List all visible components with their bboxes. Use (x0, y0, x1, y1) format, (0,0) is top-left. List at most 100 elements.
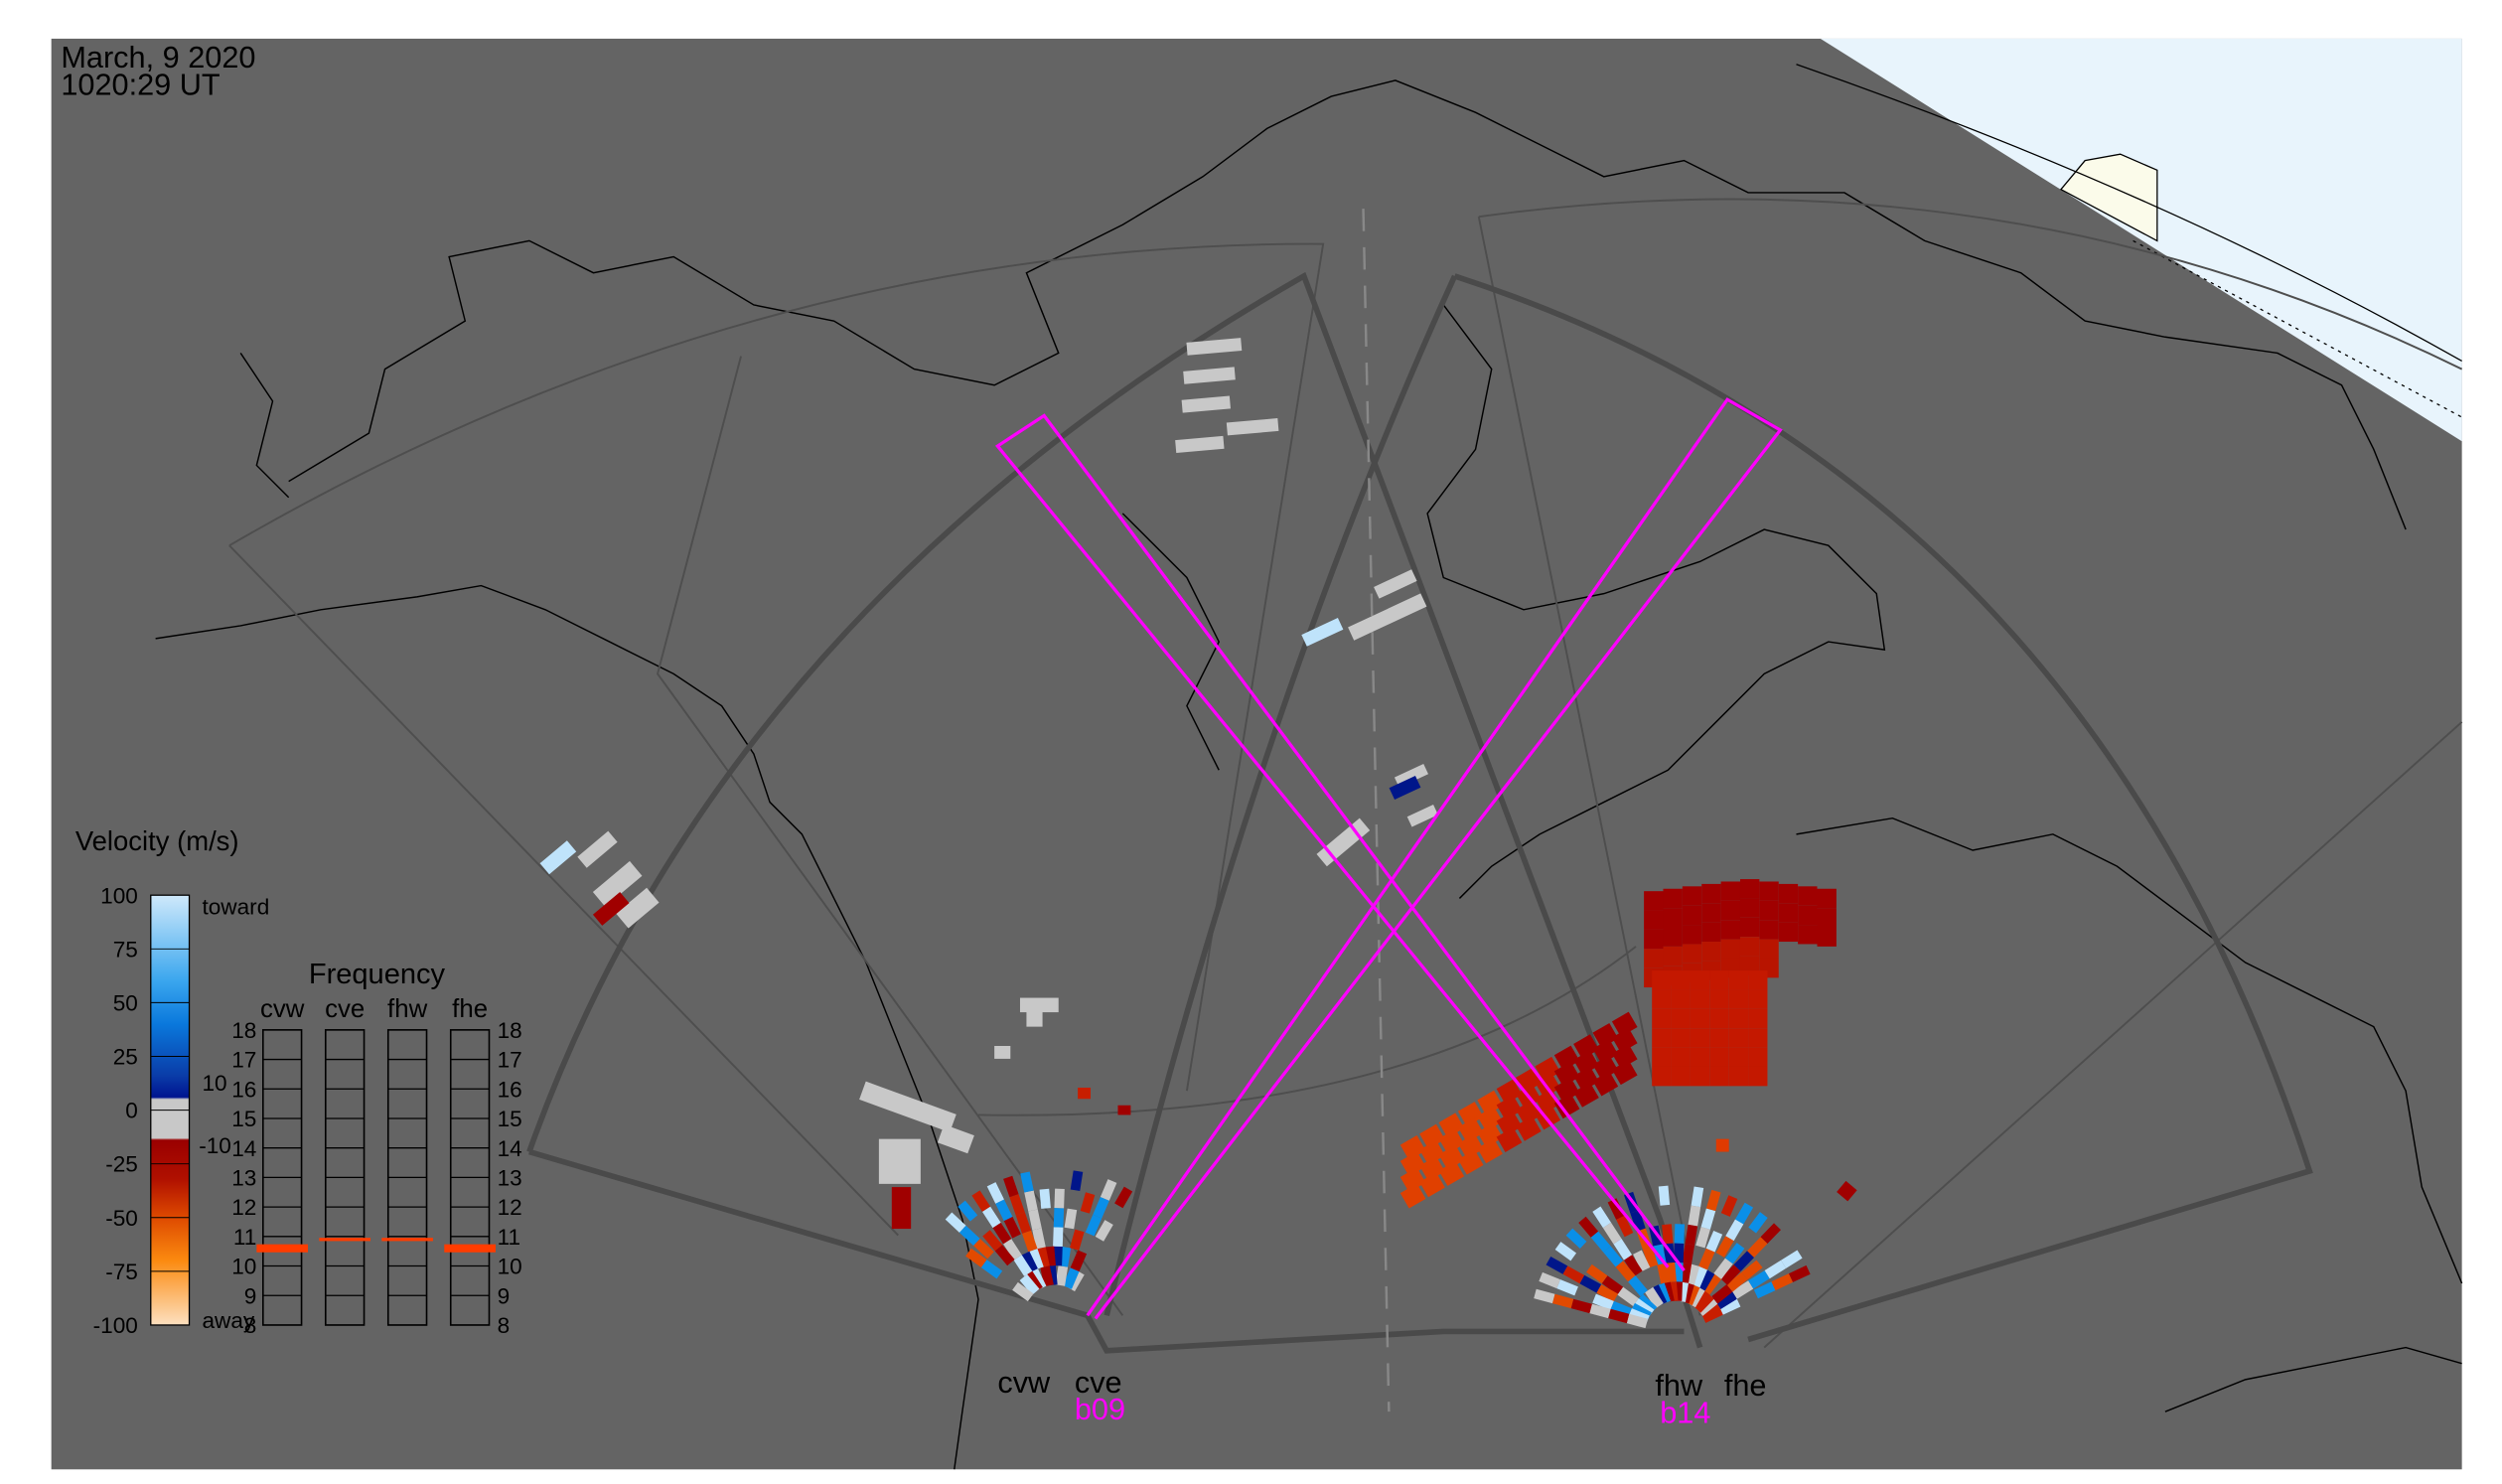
frequency-tick-left: 10 (231, 1255, 256, 1279)
velocity-cell (1652, 1047, 1672, 1067)
velocity-cell (1015, 1212, 1032, 1234)
velocity-cell (1759, 920, 1779, 940)
velocity-cell (1003, 1239, 1022, 1261)
velocity-cell (1837, 1180, 1857, 1202)
velocity-cell (1817, 908, 1837, 928)
frequency-marker-cvw (256, 1244, 309, 1253)
velocity-cell (1406, 805, 1438, 827)
velocity-cell (1709, 989, 1729, 1009)
velocity-cell (1748, 1008, 1768, 1029)
velocity-cell (945, 1212, 966, 1233)
velocity-cell (1652, 989, 1672, 1009)
frequency-tick-right: 16 (498, 1077, 522, 1102)
velocity-cell (1695, 1227, 1710, 1249)
velocity-tick-label: -25 (105, 1152, 138, 1177)
velocity-cell (995, 1199, 1013, 1222)
velocity-cell (1535, 1056, 1561, 1082)
velocity-cell (1671, 989, 1691, 1009)
velocity-cell (1093, 1196, 1109, 1219)
velocity-cell (1798, 925, 1818, 945)
velocity-cell (1663, 927, 1683, 947)
velocity-legend-title: Velocity (m/s) (75, 825, 239, 856)
velocity-cell (1438, 1113, 1465, 1138)
velocity-cell (1607, 1198, 1625, 1220)
velocity-cell (994, 1045, 1011, 1059)
velocity-cell (1419, 1123, 1445, 1149)
velocity-cell (1720, 939, 1740, 959)
frequency-column-label-fhw: fhw (387, 995, 428, 1023)
velocity-cell (1633, 1250, 1651, 1272)
velocity-cell (1013, 1255, 1033, 1276)
frequency-tick-right: 8 (498, 1313, 511, 1338)
velocity-cell (1690, 1028, 1710, 1048)
velocity-cell (1553, 1061, 1580, 1087)
velocity-cell (1457, 1117, 1484, 1143)
velocity-cell (1608, 1308, 1630, 1324)
velocity-cell (1759, 881, 1779, 901)
velocity-cell (1592, 1055, 1619, 1081)
velocity-cell (1734, 1202, 1754, 1225)
velocity-cell (1020, 1251, 1038, 1273)
velocity-cell (1715, 1290, 1737, 1310)
velocity-cell (1063, 1267, 1080, 1289)
velocity-cell (1748, 989, 1768, 1009)
velocity-cell (878, 1138, 921, 1184)
velocity-cell (1715, 1236, 1734, 1258)
velocity-cell (1053, 1227, 1064, 1248)
frequency-column-label-cve: cve (325, 995, 365, 1023)
velocity-cell (1603, 1246, 1624, 1267)
velocity-cell (1748, 1028, 1768, 1048)
velocity-cell (1709, 970, 1729, 990)
velocity-cell (1626, 1313, 1649, 1329)
frequency-tick-left: 14 (231, 1136, 256, 1161)
velocity-cell (1592, 1293, 1614, 1310)
velocity-cell (1457, 1102, 1484, 1127)
velocity-cell (1700, 1208, 1716, 1230)
velocity-cell (992, 1222, 1012, 1245)
velocity-cell (1028, 1249, 1044, 1270)
velocity-cell (1611, 1043, 1638, 1070)
velocity-cell (971, 1190, 991, 1212)
velocity-cell (1674, 1224, 1686, 1244)
velocity-cell (1602, 1222, 1622, 1245)
velocity-cell (1741, 1260, 1763, 1280)
velocity-cell (1399, 1183, 1426, 1209)
velocity-tick-label: 100 (100, 883, 138, 908)
velocity-cell (1601, 1275, 1624, 1295)
velocity-cell (1028, 1209, 1042, 1231)
velocity-cell (982, 1230, 1003, 1252)
velocity-cell (1183, 367, 1236, 384)
velocity-cell (1698, 1248, 1715, 1270)
velocity-cell (1562, 1265, 1585, 1284)
velocity-cell (1715, 1138, 1729, 1152)
velocity-cell (1728, 989, 1749, 1009)
velocity-cell (1690, 1066, 1710, 1087)
velocity-cell (1477, 1122, 1503, 1148)
velocity-cell (1477, 1090, 1503, 1115)
velocity-cell (1788, 1264, 1811, 1282)
velocity-cell (1496, 1126, 1523, 1152)
frequency-legend-title: Frequency (309, 959, 446, 990)
frequency-column-label-cvw: cvw (260, 995, 305, 1023)
velocity-cell (1709, 1066, 1729, 1087)
velocity-cell (1747, 1237, 1768, 1258)
velocity-cell (1690, 1047, 1710, 1067)
velocity-cell (1663, 908, 1683, 928)
frequency-column-label-fhe: fhe (452, 995, 488, 1023)
velocity-cell (1701, 922, 1721, 943)
frequency-tick-left: 16 (231, 1077, 256, 1102)
velocity-cell (1778, 883, 1799, 904)
velocity-cell (1658, 1185, 1671, 1206)
frequency-tick-right: 14 (498, 1136, 522, 1161)
velocity-cell (1117, 1105, 1131, 1115)
velocity-cell (1817, 927, 1837, 947)
velocity-cell (1709, 1028, 1729, 1048)
velocity-cell (958, 1225, 980, 1247)
velocity-cell (1817, 888, 1837, 909)
velocity-cell (1682, 925, 1702, 945)
velocity-cell (1301, 618, 1344, 647)
velocity-cell (1713, 1258, 1733, 1279)
velocity-cell (1496, 1095, 1523, 1120)
velocity-cell (1586, 1263, 1608, 1284)
